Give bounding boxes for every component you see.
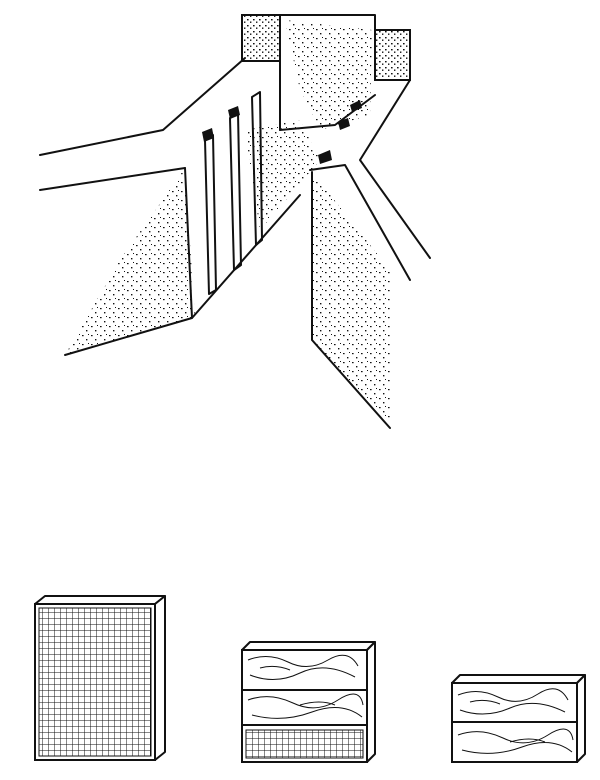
filter-panel-mixed bbox=[241, 641, 376, 763]
upper-left-block bbox=[241, 14, 281, 62]
filter-slots bbox=[202, 91, 263, 295]
shaft-wall-texture bbox=[285, 20, 372, 130]
upper-right-block bbox=[374, 29, 411, 81]
filter-panel-grid bbox=[34, 595, 166, 761]
duct-assembly bbox=[39, 14, 431, 429]
left-wall-texture bbox=[65, 168, 195, 355]
floor-texture bbox=[245, 120, 320, 230]
filter-panel-fibrous bbox=[451, 674, 586, 763]
right-wall-texture bbox=[312, 172, 390, 425]
